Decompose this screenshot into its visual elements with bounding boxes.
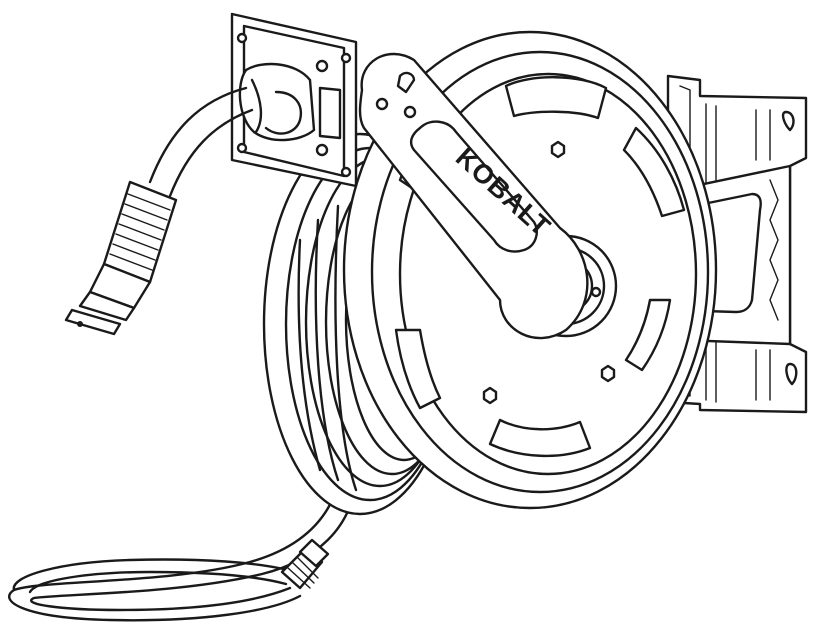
hose-nozzle-icon — [64, 180, 178, 336]
lead-hose — [148, 86, 254, 198]
swivel-elbow — [238, 62, 316, 142]
hose-end-fitting — [280, 538, 330, 590]
hose-wraps — [297, 204, 358, 492]
